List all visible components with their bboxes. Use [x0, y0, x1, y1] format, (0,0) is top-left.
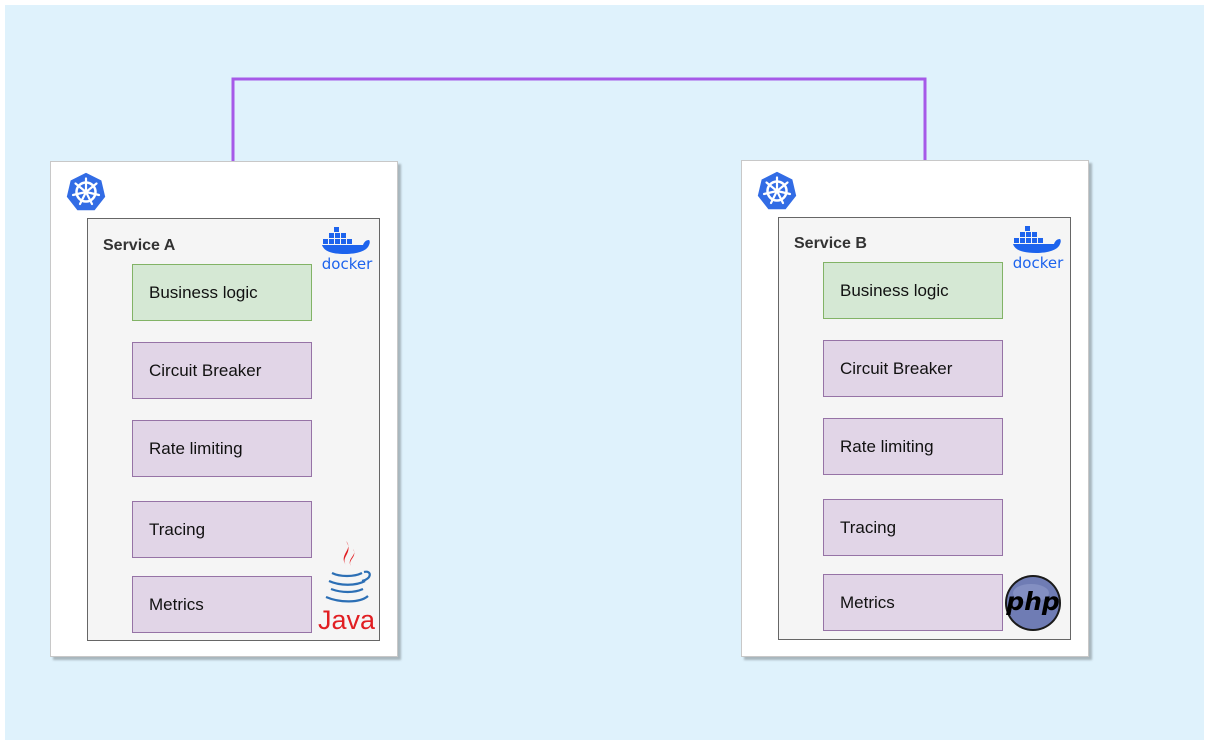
kubernetes-pod-a: Service A docker Business logic Circuit …	[50, 161, 398, 657]
rate-limiting-box-a: Rate limiting	[132, 420, 312, 477]
kubernetes-pod-b: Service B docker Business logic Circuit …	[741, 160, 1089, 657]
java-label: Java	[318, 605, 376, 635]
kubernetes-icon	[65, 171, 107, 212]
docker-label: docker	[1012, 254, 1064, 272]
circuit-breaker-box-b: Circuit Breaker	[823, 340, 1003, 397]
business-logic-box-a: Business logic	[132, 264, 312, 321]
kubernetes-icon	[756, 170, 798, 211]
docker-icon	[1013, 226, 1061, 253]
service-a-title: Service A	[103, 237, 176, 254]
circuit-breaker-box-a: Circuit Breaker	[132, 342, 312, 399]
docker-label: docker	[321, 255, 373, 273]
rate-limiting-box-b: Rate limiting	[823, 418, 1003, 475]
container-service-a: Service A docker Business logic Circuit …	[87, 218, 380, 641]
docker-icon	[322, 227, 370, 254]
java-logo: Java	[318, 539, 376, 639]
php-label: php	[1006, 587, 1060, 616]
php-icon	[1005, 575, 1061, 631]
metrics-box-a: Metrics	[132, 576, 312, 633]
business-logic-box-b: Business logic	[823, 262, 1003, 319]
container-service-b: Service B docker Business logic Circuit …	[778, 217, 1071, 640]
metrics-box-b: Metrics	[823, 574, 1003, 631]
tracing-box-a: Tracing	[132, 501, 312, 558]
tracing-box-b: Tracing	[823, 499, 1003, 556]
java-icon	[325, 541, 371, 603]
docker-logo: docker	[319, 225, 375, 273]
docker-logo: docker	[1010, 224, 1066, 272]
php-logo: php	[1004, 573, 1064, 633]
service-b-title: Service B	[794, 235, 867, 252]
